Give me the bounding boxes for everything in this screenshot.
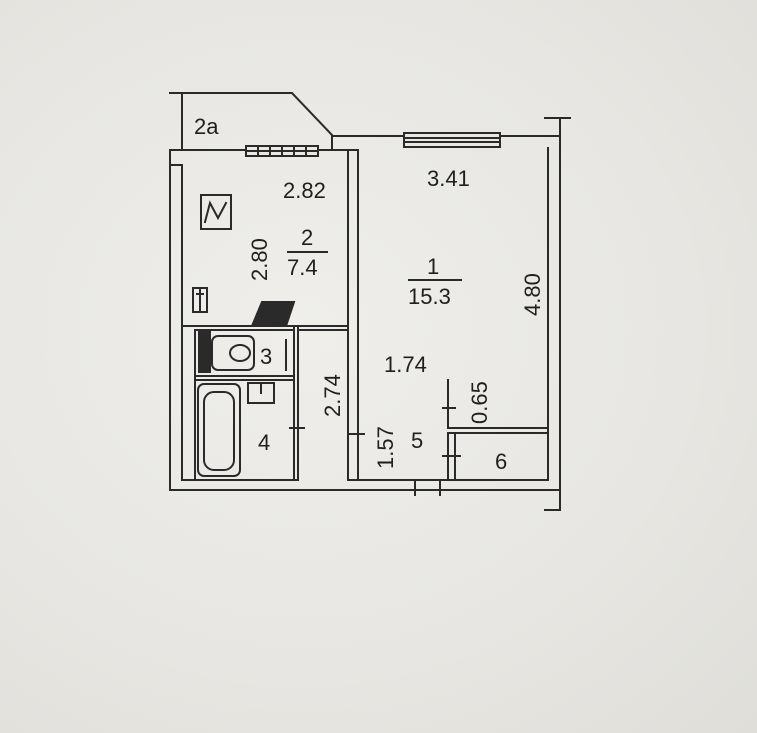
hallway-number: 5 bbox=[411, 428, 423, 453]
hallway-length: 2.74 bbox=[320, 374, 345, 417]
hallway-side: 1.57 bbox=[373, 426, 398, 469]
exterior-wall-left bbox=[169, 149, 183, 491]
living-room-length: 4.80 bbox=[520, 273, 545, 316]
hallway-wall bbox=[347, 325, 549, 481]
closet-depth: 0.65 bbox=[467, 381, 492, 424]
entrance-door bbox=[414, 479, 441, 496]
kitchen-sink-icon bbox=[250, 301, 296, 327]
kitchen-living-wall bbox=[347, 149, 359, 327]
bathroom-number: 4 bbox=[258, 430, 270, 455]
living-room-number: 1 bbox=[427, 254, 439, 279]
kitchen-width: 2.82 bbox=[283, 178, 326, 203]
living-room-bottom-wall bbox=[447, 379, 549, 434]
kitchen-area: 7.4 bbox=[287, 255, 318, 280]
living-room-window bbox=[403, 132, 501, 148]
toilet-icon bbox=[198, 331, 255, 373]
living-room-width: 3.41 bbox=[427, 166, 470, 191]
kitchen-window bbox=[245, 145, 319, 157]
closet-number: 6 bbox=[495, 449, 507, 474]
balcony-number: 2а bbox=[194, 114, 219, 139]
door-marks bbox=[285, 325, 461, 457]
room-labels: 2а 2.82 2.80 2 7.4 3.41 1 15.3 4.80 3 4 … bbox=[194, 114, 545, 474]
exterior-wall-right bbox=[547, 135, 561, 481]
stove-icon bbox=[200, 194, 232, 230]
toilet-number: 3 bbox=[260, 344, 272, 369]
electric-panel-icon bbox=[192, 287, 208, 313]
kitchen-number: 2 bbox=[301, 225, 313, 250]
kitchen-length: 2.80 bbox=[247, 238, 272, 281]
living-room-area: 15.3 bbox=[408, 284, 451, 309]
exterior-wall-bottom bbox=[169, 479, 561, 511]
hallway-width: 1.74 bbox=[384, 352, 427, 377]
bathtub-icon bbox=[197, 383, 241, 477]
bathroom-sink-icon bbox=[247, 382, 275, 404]
